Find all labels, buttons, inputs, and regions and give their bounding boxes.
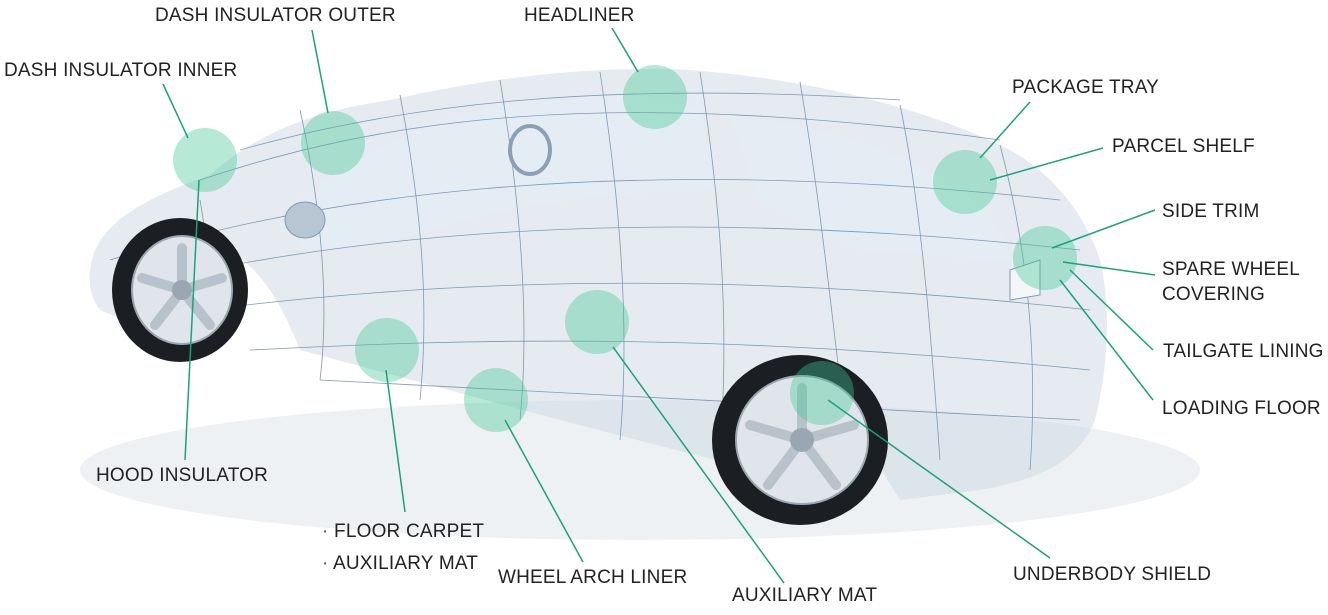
label-side-trim: SIDE TRIM — [1162, 201, 1260, 222]
hotspot-wheel-arch[interactable] — [464, 368, 528, 432]
label-dash-insulator-outer: DASH INSULATOR OUTER — [155, 5, 396, 26]
label-auxiliary-mat-left: AUXILIARY MAT — [322, 552, 478, 576]
hotspot-package-tray[interactable] — [933, 150, 997, 214]
label-loading-floor: LOADING FLOOR — [1162, 398, 1321, 419]
hotspot-headliner[interactable] — [623, 65, 687, 129]
label-floor-carpet: FLOOR CARPET — [322, 520, 484, 544]
rear-wheel — [712, 355, 888, 525]
label-parcel-shelf: PARCEL SHELF — [1112, 136, 1255, 157]
label-spare-wheel-line1: SPARE WHEEL — [1162, 259, 1301, 280]
label-spare-wheel-line2: COVERING — [1162, 284, 1265, 305]
label-package-tray: PACKAGE TRAY — [1012, 77, 1160, 98]
label-headliner: HEADLINER — [524, 5, 635, 26]
label-wheel-arch-liner: WHEEL ARCH LINER — [498, 567, 688, 588]
hotspots — [173, 65, 1077, 432]
hotspot-floor-carpet[interactable] — [355, 318, 419, 382]
hotspot-dash-outer[interactable] — [301, 111, 365, 175]
label-hood-insulator: HOOD INSULATOR — [96, 465, 269, 486]
hotspot-underbody[interactable] — [790, 361, 854, 425]
hotspot-dash-inner[interactable] — [173, 128, 237, 192]
front-wheel — [112, 218, 248, 362]
label-underbody-shield: UNDERBODY SHIELD — [1013, 564, 1212, 585]
leader-lines — [162, 27, 1156, 584]
label-tailgate-lining: TAILGATE LINING — [1163, 341, 1324, 362]
hotspot-rear-trim[interactable] — [1013, 226, 1077, 290]
hotspot-auxiliary-mat[interactable] — [565, 290, 629, 354]
label-auxiliary-mat-bottom: AUXILIARY MAT — [732, 585, 878, 606]
label-dash-insulator-inner: DASH INSULATOR INNER — [4, 60, 238, 81]
